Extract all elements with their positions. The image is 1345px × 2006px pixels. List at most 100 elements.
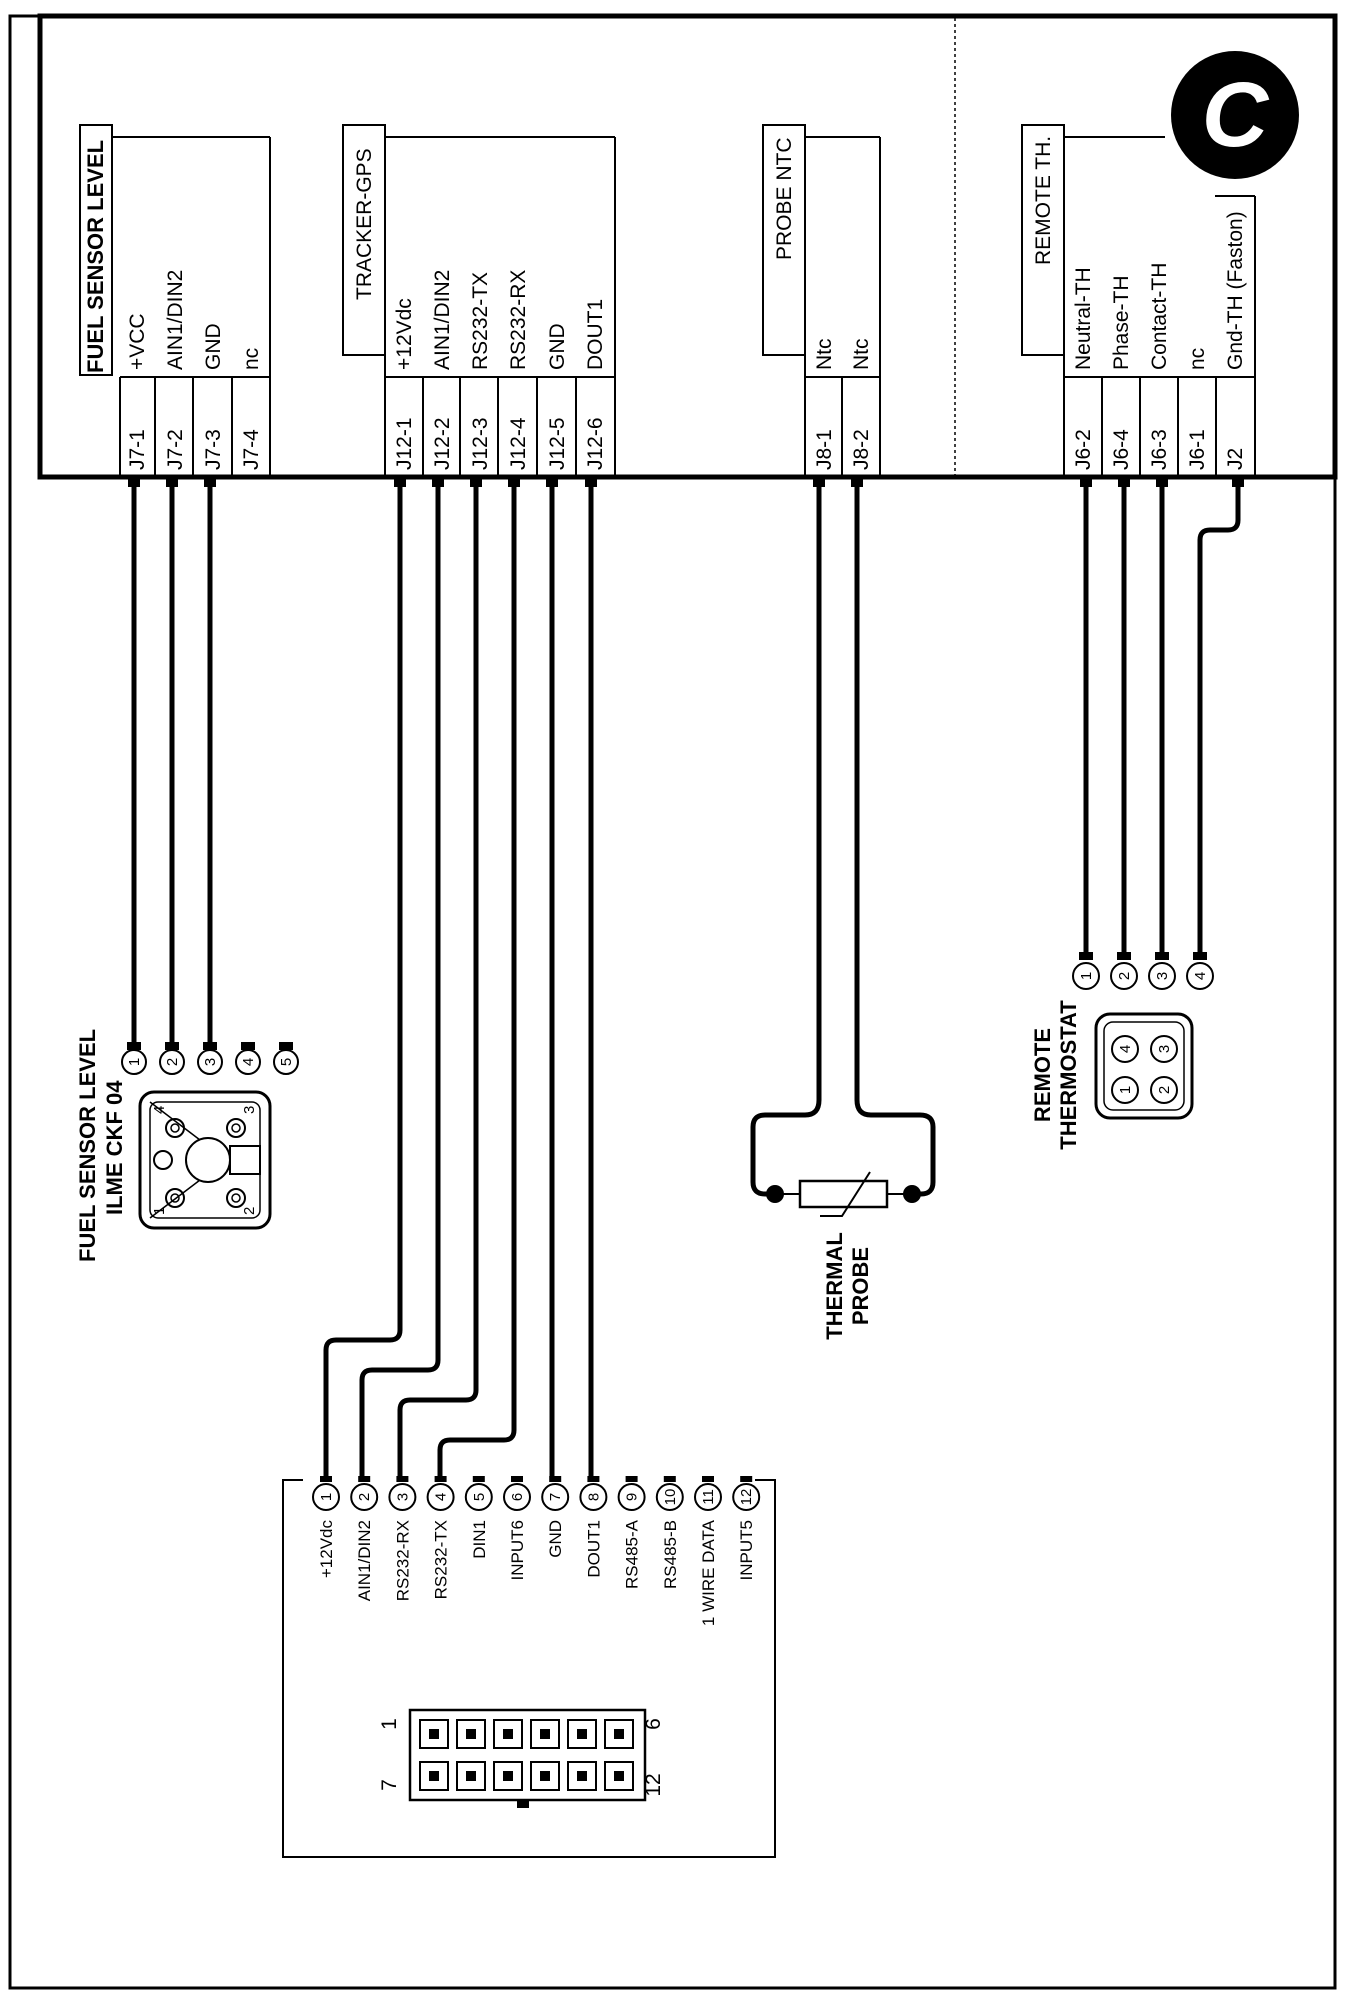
- tracker-pin-j12-4: J12-4: [507, 417, 530, 470]
- tracker-pin-circle: [694, 1483, 722, 1511]
- tracker-plug-contact: [503, 1729, 513, 1739]
- fuel-label-gnd: GND: [202, 323, 225, 370]
- remote-label-contact-th: Contact-TH: [1148, 263, 1171, 370]
- fuel-pin-circle-4: [235, 1049, 261, 1075]
- tracker-pin-circle: [541, 1483, 570, 1511]
- tracker-label-gnd: GND: [546, 323, 569, 370]
- fuel-sensor-level-group: FUEL SENSOR LEVEL +VCC AIN1/DIN2 GND nc …: [79, 124, 271, 477]
- fuel-sensor-connector: 1 2 3 4 5 4 3 1 2 FUEL SENSOR LEVEL ILME…: [75, 1029, 299, 1262]
- remote-thermostat-body: [1094, 1012, 1194, 1120]
- tracker-pin-tab: [663, 1476, 676, 1482]
- tracker-pin-number: 3: [394, 1493, 411, 1501]
- tracker-pin-tab: [320, 1476, 332, 1482]
- tracker-pin-label: 1 WIRE DATA: [699, 1519, 718, 1626]
- tracker-connector-outline: [282, 1479, 776, 1858]
- wire-tracker-ain1: [359, 482, 441, 1481]
- tracker-pin-number: 11: [700, 1489, 717, 1505]
- wire-probe-2: [854, 482, 936, 1197]
- tracker-pin-number: 1: [318, 1493, 335, 1501]
- tracker-pin-tab: [434, 1476, 447, 1482]
- tracker-pin-circle: [464, 1483, 493, 1511]
- plug-number-6: 6: [642, 1718, 665, 1730]
- tracker-connector: 1+12Vdc2AIN1/DIN23RS232-RX4RS232-TX5DIN1…: [282, 1476, 776, 1858]
- tracker-gps-group: TRACKER-GPS +12Vdc AIN1/DIN2 RS232-TX RS…: [342, 124, 616, 477]
- fuel-face-3: 3: [241, 1106, 258, 1114]
- thermal-probe: THERMAL PROBE: [766, 1171, 921, 1340]
- tracker-pin-number: 7: [547, 1493, 564, 1501]
- tracker-plug-cells: [419, 1719, 634, 1791]
- tracker-pin-number: 12: [738, 1489, 755, 1506]
- fuel-label-vcc: +VCC: [126, 313, 149, 370]
- remote-face-3: 3: [1156, 1045, 1173, 1053]
- remote-th-group: REMOTE TH. Neutral-TH Phase-TH Contact-T…: [1021, 124, 1256, 477]
- plug-number-1: 1: [378, 1718, 401, 1730]
- remote-pin-circle-3: [1148, 962, 1176, 990]
- fuel-pin-circle-2: [159, 1049, 185, 1075]
- tracker-plug-contact: [540, 1771, 550, 1781]
- tracker-pin-tab: [511, 1476, 523, 1482]
- remote-conn-pin-3: 3: [1154, 972, 1171, 980]
- tracker-plug-contact: [614, 1771, 624, 1781]
- thermal-probe-label-2: PROBE: [848, 1247, 873, 1325]
- remote-pin-j6-1: J6-1: [1186, 429, 1209, 470]
- tracker-pin-tab: [587, 1476, 600, 1482]
- remote-label-gnd-th: Gnd-TH (Faston): [1224, 211, 1247, 370]
- fuel-pin-j7-2: J7-2: [164, 429, 187, 470]
- tracker-pin-label: GND: [546, 1520, 565, 1558]
- remote-pin-j6-4: J6-4: [1110, 429, 1133, 470]
- remote-pin-j6-2: J6-2: [1072, 429, 1095, 470]
- main-board: [37, 13, 1338, 480]
- remote-label-nc: nc: [1186, 348, 1209, 370]
- tracker-pin-number: 6: [509, 1493, 526, 1501]
- tracker-plug-contact: [540, 1729, 550, 1739]
- tracker-pin-number: 2: [356, 1493, 373, 1501]
- probe-label-ntc-2: Ntc: [850, 339, 873, 371]
- tracker-plug-contact: [577, 1729, 587, 1739]
- probe-group-title: PROBE NTC: [773, 137, 796, 260]
- probe-label-ntc-1: Ntc: [813, 339, 836, 371]
- tracker-plug-contact: [429, 1729, 439, 1739]
- fuel-face-2: 2: [241, 1207, 258, 1215]
- remote-conn-pin-1: 1: [1078, 972, 1095, 980]
- probe-pin-j8-2: J8-2: [850, 429, 873, 470]
- tracker-pin-circle: [388, 1483, 417, 1511]
- fuel-pin-circle-3: [197, 1049, 223, 1075]
- fuel-label-nc: nc: [240, 348, 263, 370]
- thermal-probe-resistor: [798, 1179, 889, 1209]
- tracker-pin-label: DOUT1: [584, 1520, 603, 1578]
- tracker-pin-circle: [350, 1483, 379, 1511]
- fuel-pin-j7-1: J7-1: [126, 429, 149, 470]
- fuel-connector-model: ILME CKF 04: [102, 1080, 127, 1215]
- remote-pin-circle-1: [1072, 962, 1100, 990]
- tracker-pin-number: 9: [624, 1493, 641, 1501]
- tracker-pin-j12-5: J12-5: [546, 417, 569, 470]
- wire-tracker-rs232-rx: [437, 482, 517, 1481]
- tracker-pin-circle: [426, 1483, 455, 1511]
- remote-face-4: 4: [1117, 1045, 1134, 1053]
- wire-tracker-12vdc: [323, 482, 403, 1481]
- tracker-pin-number: 8: [585, 1493, 602, 1501]
- fuel-group-title: FUEL SENSOR LEVEL: [83, 140, 108, 373]
- remote-label-phase-th: Phase-TH: [1110, 275, 1133, 370]
- remote-pin-circle-4: [1186, 962, 1214, 990]
- tracker-pin-label: RS232-TX: [432, 1520, 451, 1599]
- remote-thermostat-label-1: REMOTE: [1030, 1028, 1055, 1122]
- fuel-pin-j7-3: J7-3: [202, 429, 225, 470]
- section-badge: C: [1171, 51, 1299, 179]
- wires: [131, 482, 1241, 1481]
- remote-thermostat-label-2: THERMOSTAT: [1056, 1000, 1081, 1150]
- tracker-pin-label: RS485-B: [661, 1520, 680, 1589]
- tracker-pin-tab: [702, 1476, 714, 1482]
- tracker-pin-tab: [396, 1476, 409, 1482]
- tracker-pin-tab: [358, 1476, 371, 1482]
- board-terminals: [128, 477, 1244, 487]
- tracker-pin-number: 10: [662, 1489, 679, 1506]
- tracker-label-dout1: DOUT1: [584, 299, 607, 370]
- tracker-pin-circle: [655, 1483, 684, 1511]
- tracker-pin-circle: [312, 1483, 340, 1511]
- tracker-pin-circle: [732, 1483, 761, 1511]
- plug-number-7: 7: [378, 1779, 401, 1791]
- remote-conn-pin-4: 4: [1192, 972, 1209, 980]
